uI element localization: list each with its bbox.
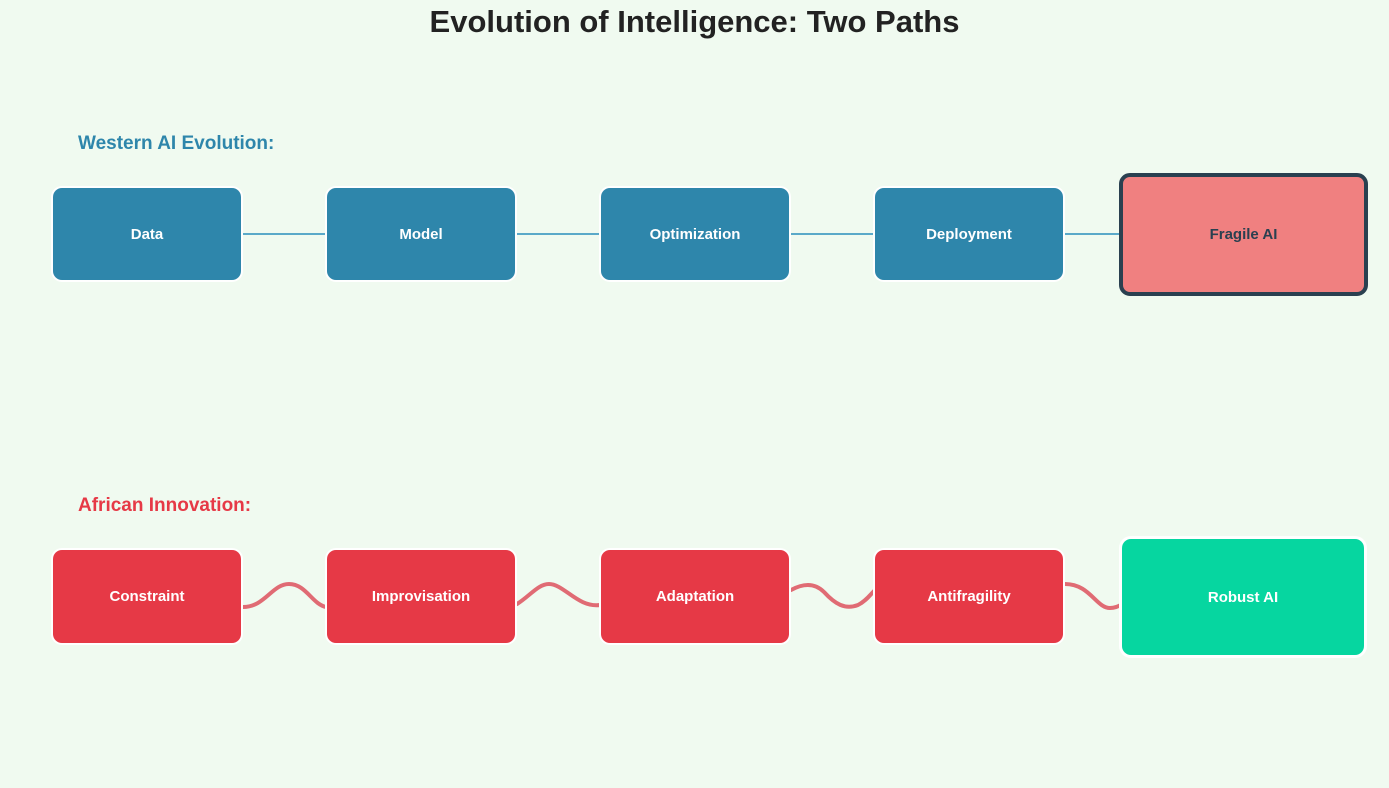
western-step-optimization: Optimization bbox=[601, 188, 789, 280]
african-outcome-robust-ai: Robust AI bbox=[1122, 539, 1364, 655]
african-step-adaptation: Adaptation bbox=[601, 550, 789, 643]
diagram-title: Evolution of Intelligence: Two Paths bbox=[429, 4, 960, 39]
african-step-improvisation: Improvisation bbox=[327, 550, 515, 643]
african-connector-3 bbox=[789, 583, 876, 609]
african-connector-1 bbox=[241, 581, 328, 609]
western-outcome-fragile-ai: Fragile AI bbox=[1119, 173, 1368, 296]
african-step-constraint: Constraint bbox=[53, 550, 241, 643]
african-step-antifragility: Antifragility bbox=[875, 550, 1063, 643]
western-row-label: Western AI Evolution: bbox=[78, 133, 275, 154]
western-step-data: Data bbox=[53, 188, 241, 280]
african-row-label: African Innovation: bbox=[78, 495, 252, 516]
western-step-deployment: Deployment bbox=[875, 188, 1063, 280]
western-step-model: Model bbox=[327, 188, 515, 280]
african-connector-2 bbox=[515, 581, 602, 608]
